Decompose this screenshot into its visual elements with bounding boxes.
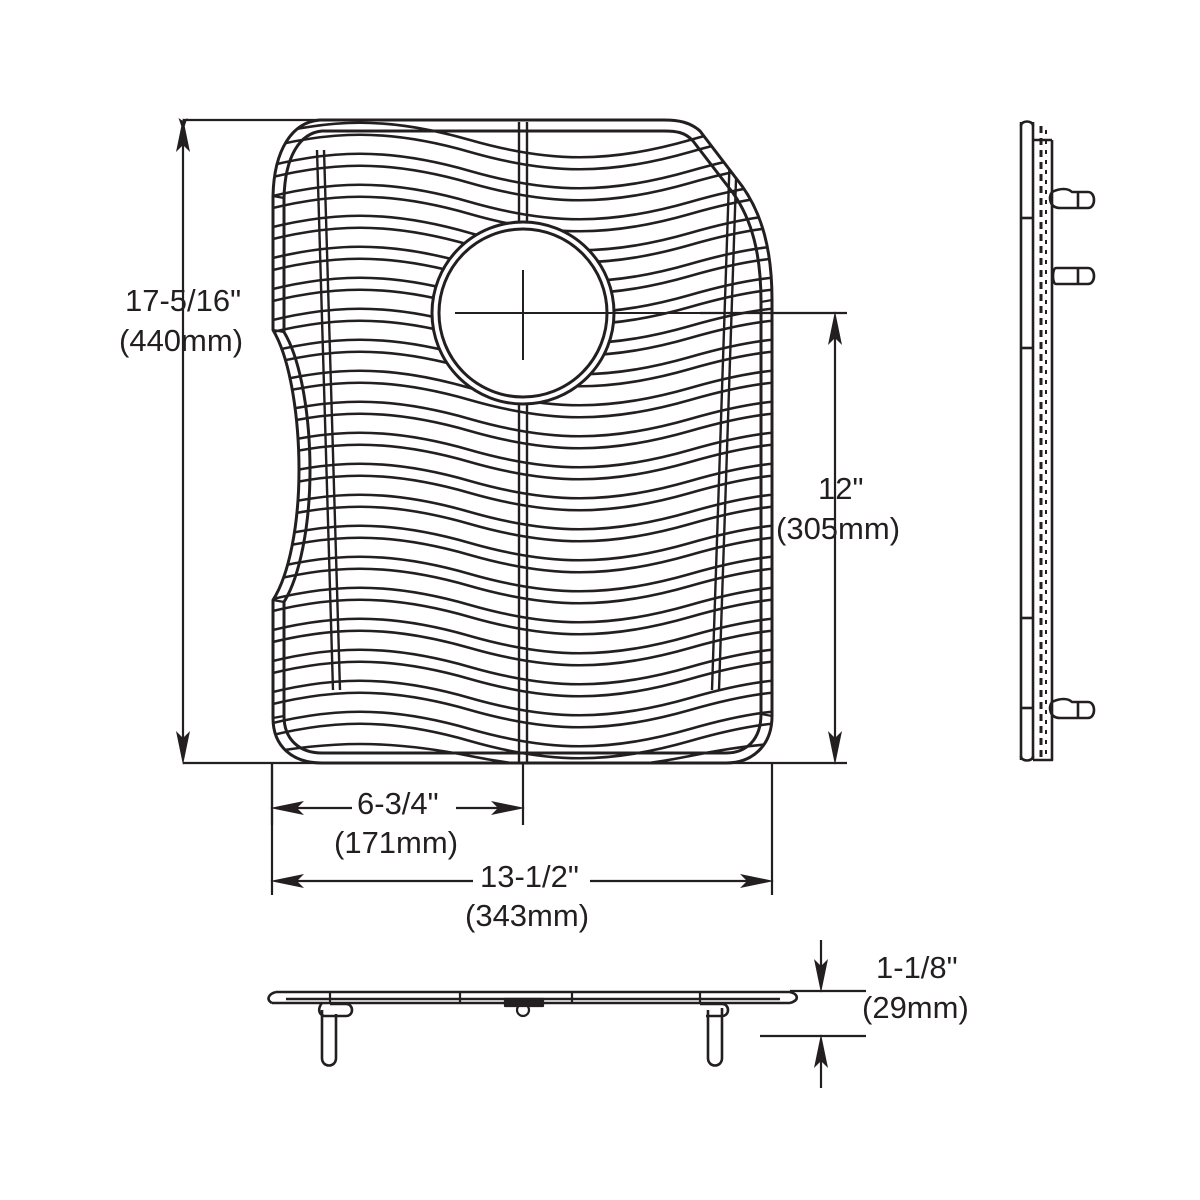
front-foot-right — [700, 1002, 730, 1067]
wave-row — [248, 709, 862, 760]
grid-outline — [271, 118, 774, 765]
wave-row — [248, 523, 862, 574]
wave-row — [248, 430, 862, 481]
side-skin-line — [1033, 140, 1054, 762]
front-wire-ticks — [328, 992, 702, 1003]
front-foot-left — [317, 1002, 354, 1067]
vertical-wire-left — [315, 149, 342, 691]
side-plate-cap-bottom — [1019, 755, 1035, 762]
dimension-overall-height — [178, 118, 400, 765]
side-foot-lower — [1048, 697, 1096, 720]
wave-row — [248, 461, 862, 512]
dimension-overall-width-imperial: 13-1/2" — [480, 859, 579, 894]
wave-row — [248, 678, 862, 729]
dimension-drain-offset-imperial: 6-3/4" — [357, 786, 439, 821]
wave-row — [248, 151, 862, 202]
offset-arrowheads — [270, 801, 525, 815]
drain-height-arrowheads — [828, 311, 842, 765]
dimension-overall-width — [270, 763, 774, 895]
wave-row — [248, 647, 862, 698]
wave-row — [248, 616, 862, 667]
wave-row — [248, 741, 862, 770]
side-plate-cap-top — [1019, 120, 1035, 127]
wave-row — [248, 399, 862, 450]
grid-wavy-wires — [248, 120, 862, 770]
dimension-thickness-metric: (29mm) — [862, 990, 969, 1025]
dimension-overall-height-imperial: 17-5/16" — [125, 283, 241, 318]
wave-row — [248, 554, 862, 605]
wave-row — [248, 120, 862, 171]
dimension-overall-width-metric: (343mm) — [465, 898, 589, 933]
dimension-drain-center-height — [700, 311, 847, 765]
vertical-wire-right — [710, 149, 739, 691]
height-arrowheads — [176, 118, 190, 765]
dimension-overall-height-metric: (440mm) — [119, 323, 243, 358]
dimension-drain-center-height-metric: (305mm) — [776, 511, 900, 546]
top-view-grid — [248, 118, 862, 770]
front-center-boss — [503, 997, 545, 1018]
front-plate-right-cap — [789, 990, 799, 1005]
dimension-drain-center-height-imperial: 12" — [818, 471, 864, 506]
wave-row — [248, 585, 862, 636]
width-arrowheads — [270, 874, 774, 888]
dimension-thickness — [760, 940, 866, 1088]
dimension-drain-offset-metric: (171mm) — [334, 825, 458, 860]
front-view-bottom — [267, 990, 799, 1067]
side-foot-upper — [1048, 187, 1096, 210]
wave-row — [248, 492, 862, 543]
thickness-arrowheads — [814, 959, 828, 1068]
side-view-right — [1019, 120, 1096, 762]
wave-row — [248, 368, 862, 419]
dimension-thickness-imperial: 1-1/8" — [876, 950, 958, 985]
front-plate-left-cap — [267, 990, 277, 1005]
side-foot-middle — [1051, 266, 1096, 286]
wave-row — [248, 182, 862, 233]
grid-corner-marks — [272, 194, 773, 720]
